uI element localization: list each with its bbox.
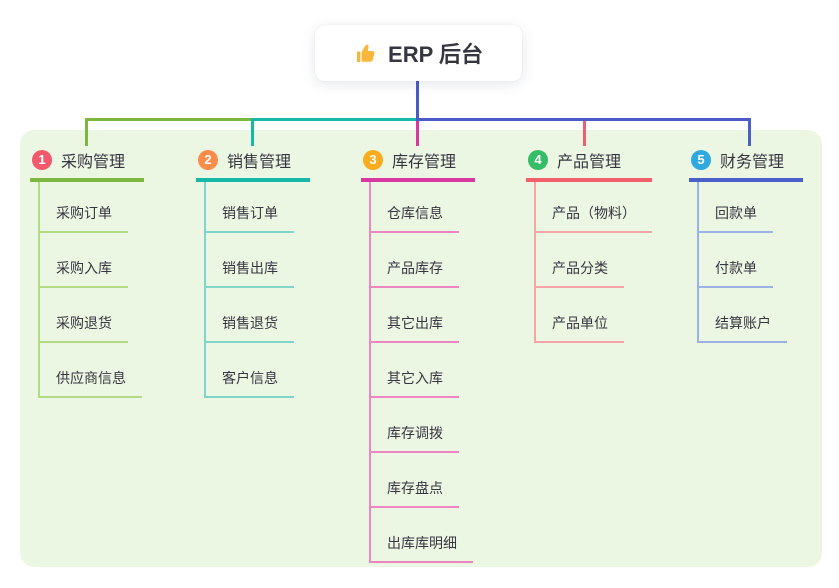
branch-1-number-badge: 1 [32,150,52,170]
branch-2: 2 销售管理销售订单销售出库销售退货客户信息 [196,146,310,398]
child-node[interactable]: 库存调拨 [371,423,459,453]
branch-5-title: 财务管理 [720,154,785,171]
branch-drop-2 [251,118,254,146]
child-node-row: 其它出库 [371,288,475,343]
child-node[interactable]: 产品（物料） [536,203,652,233]
branch-4-children: 产品（物料） 产品分类产品单位 [534,182,652,343]
branch-2-children: 销售订单销售出库销售退货客户信息 [204,182,310,398]
child-node[interactable]: 销售退货 [206,313,294,343]
branch-1: 1 采购管理采购订单采购入库采购退货供应商信息 [30,146,144,398]
child-node-row: 出库库明细 [371,508,475,563]
child-node[interactable]: 采购订单 [40,203,128,233]
branch-5-header-node[interactable]: 5 财务管理 [689,146,803,182]
branch-1-title: 采购管理 [61,154,126,171]
branch-3-number-badge: 3 [363,150,383,170]
child-node-row: 采购退货 [40,288,144,343]
root-node-label: ERP 后台 [388,42,483,67]
branch-3: 3 库存管理仓库信息产品库存其它出库其它入库库存调拨库存盘点出库库明细 [361,146,475,563]
branch-drop-5 [748,118,751,146]
child-node-row: 销售订单 [206,182,310,233]
branch-2-number-badge: 2 [198,150,218,170]
child-node[interactable]: 回款单 [699,203,773,233]
child-node[interactable]: 产品分类 [536,258,624,288]
branch-5-number-badge: 5 [691,150,711,170]
branch-3-title: 库存管理 [392,154,457,171]
child-node[interactable]: 仓库信息 [371,203,459,233]
child-node[interactable]: 结算账户 [699,313,787,343]
branch-3-children: 仓库信息产品库存其它出库其它入库库存调拨库存盘点出库库明细 [369,182,475,563]
branch-2-header-node[interactable]: 2 销售管理 [196,146,310,182]
branch-1-header-node[interactable]: 1 采购管理 [30,146,144,182]
child-node-row: 客户信息 [206,343,310,398]
branch-5-children: 回款单付款单结算账户 [697,182,803,343]
child-node[interactable]: 付款单 [699,258,773,288]
thumbs-up-icon [354,41,378,65]
root-connector-vertical [416,81,419,121]
branch-4-header-node[interactable]: 4 产品管理 [526,146,652,182]
child-node-row: 供应商信息 [40,343,144,398]
child-node[interactable]: 产品库存 [371,258,459,288]
child-node-row: 产品（物料） [536,182,652,233]
branch-drop-4 [583,121,586,146]
child-node-row: 库存盘点 [371,453,475,508]
child-node[interactable]: 其它出库 [371,313,459,343]
root-node[interactable]: ERP 后台 [315,25,522,81]
branches-panel [20,130,822,567]
branch-drop-3 [416,121,419,146]
child-node-row: 采购订单 [40,182,144,233]
child-node-row: 产品分类 [536,233,652,288]
trunk-segment-left [85,118,254,121]
branch-1-children: 采购订单采购入库采购退货供应商信息 [38,182,144,398]
child-node-row: 产品单位 [536,288,652,343]
trunk-segment-middle [251,118,419,121]
trunk-segment-right [416,118,751,121]
child-node[interactable]: 出库库明细 [371,533,473,563]
child-node-row: 其它入库 [371,343,475,398]
child-node[interactable]: 客户信息 [206,368,294,398]
child-node[interactable]: 产品单位 [536,313,624,343]
branch-4-number-badge: 4 [528,150,548,170]
child-node-row: 销售退货 [206,288,310,343]
child-node[interactable]: 销售出库 [206,258,294,288]
child-node[interactable]: 其它入库 [371,368,459,398]
child-node-row: 库存调拨 [371,398,475,453]
child-node-row: 回款单 [699,182,803,233]
branch-5: 5 财务管理回款单付款单结算账户 [689,146,803,343]
child-node-row: 仓库信息 [371,182,475,233]
child-node[interactable]: 库存盘点 [371,478,459,508]
branch-4-title: 产品管理 [557,154,622,171]
branch-4: 4 产品管理产品（物料） 产品分类产品单位 [526,146,652,343]
child-node-row: 付款单 [699,233,803,288]
child-node[interactable]: 销售订单 [206,203,294,233]
child-node-row: 销售出库 [206,233,310,288]
branch-drop-1 [85,118,88,146]
child-node-row: 采购入库 [40,233,144,288]
branch-2-title: 销售管理 [227,154,292,171]
child-node[interactable]: 采购入库 [40,258,128,288]
branch-3-header-node[interactable]: 3 库存管理 [361,146,475,182]
child-node-row: 结算账户 [699,288,803,343]
child-node[interactable]: 供应商信息 [40,368,142,398]
child-node[interactable]: 采购退货 [40,313,128,343]
child-node-row: 产品库存 [371,233,475,288]
